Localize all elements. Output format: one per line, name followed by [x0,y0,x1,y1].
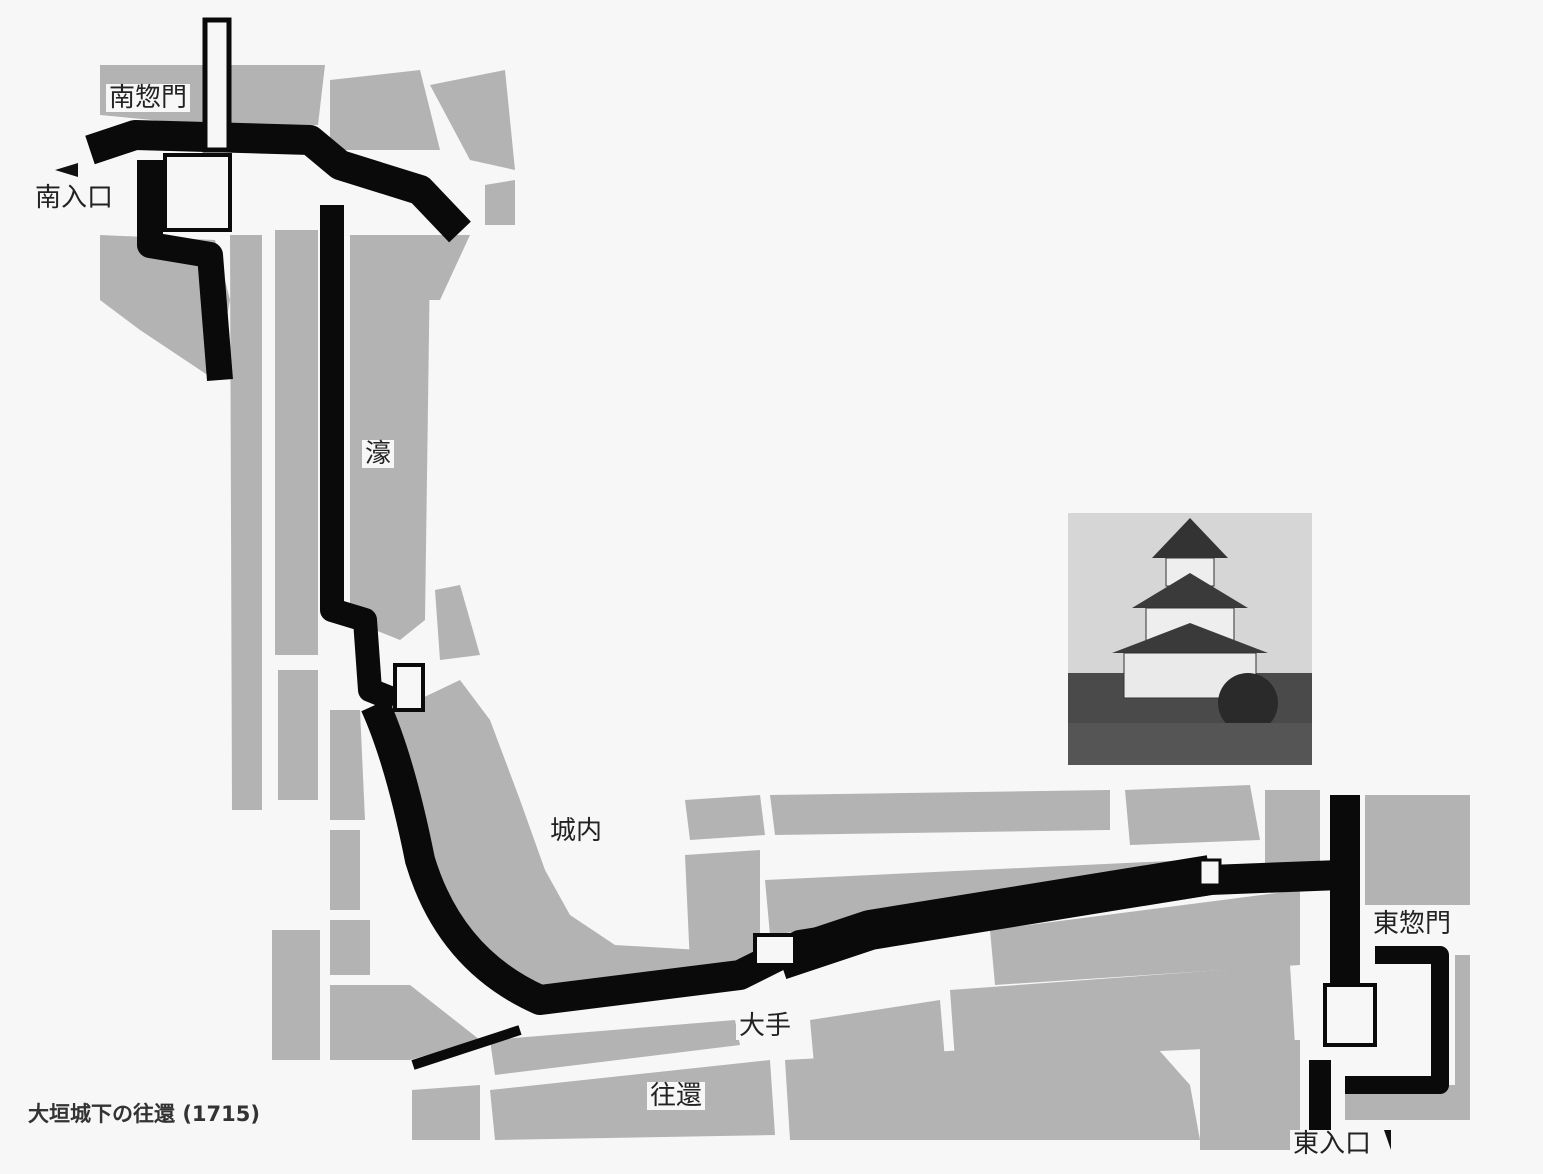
block [330,710,365,820]
caption-title: 大垣城下の往還 [28,1102,175,1126]
label-south-entrance: 南入口 [32,184,117,212]
block [330,70,440,150]
block [1200,1040,1300,1150]
block [990,890,1300,985]
block [950,965,1295,1060]
block [395,235,470,300]
label-south-gate: 南惣門 [106,84,191,112]
label-main-gate: 大手 [736,1012,795,1040]
block [412,1085,480,1140]
block [278,670,318,800]
block [1440,955,1470,1120]
block [375,680,740,995]
east-entrance-arrow-icon [1384,1130,1391,1150]
label-east-entrance: 東入口 [1290,1130,1375,1158]
castle-photo [1068,513,1312,765]
label-moat: 濠 [362,440,395,468]
block [430,70,515,170]
moat [85,120,1449,1150]
block [272,930,320,1060]
block [810,1000,945,1075]
caption-year: (1715) [182,1102,260,1126]
block [685,850,760,965]
block [1265,790,1320,870]
block [330,985,480,1060]
castle-keep-image [1068,513,1312,765]
structures [163,17,1377,1047]
block [330,830,360,910]
map-caption: 大垣城下の往還 (1715) [28,1098,260,1128]
block [1365,795,1470,905]
town-blocks [100,65,1470,1150]
label-highway: 往還 [647,1082,706,1110]
block [490,1020,740,1075]
block [485,180,515,225]
block [1125,785,1260,845]
block [330,920,370,975]
block [435,585,480,660]
block [230,235,262,810]
block [100,235,230,380]
block [770,790,1110,835]
block [490,1060,775,1140]
block [685,795,765,840]
south-entrance-arrow-icon [55,163,78,177]
block [350,235,430,640]
label-castle-interior: 城内 [550,816,603,846]
label-east-gate: 東惣門 [1370,910,1455,938]
block [275,230,318,655]
